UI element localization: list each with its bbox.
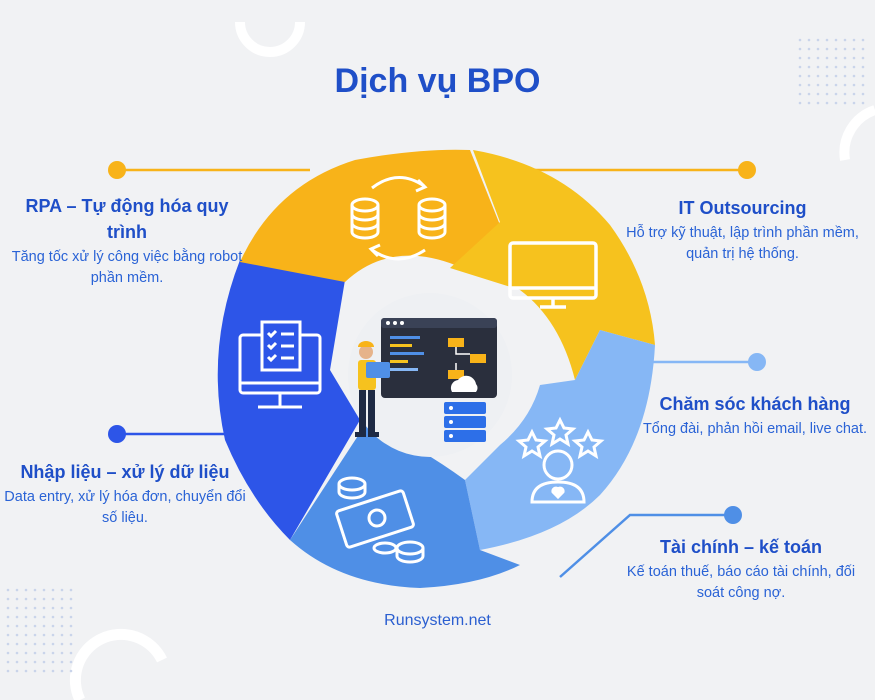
service-rpa-desc: Tăng tốc xử lý công việc bằng robot phần… bbox=[11, 249, 243, 286]
decor-arc-bottom bbox=[69, 628, 167, 700]
service-tc-title: Tài chính – kế toán bbox=[659, 537, 823, 557]
dot-rpa bbox=[108, 161, 126, 179]
customer-stars-icon bbox=[515, 416, 605, 504]
service-it-title: IT Outsourcing bbox=[678, 198, 807, 218]
decor-dots-right bbox=[798, 38, 865, 105]
service-cskh-title: Chăm sóc khách hàng bbox=[659, 394, 851, 414]
service-tc-desc: Kế toán thuế, báo cáo tài chính, đối soá… bbox=[626, 564, 856, 601]
developer-workstation-icon bbox=[355, 318, 497, 442]
service-customer-care: Chăm sóc khách hàng Tổng đài, phản hồi e… bbox=[640, 391, 870, 440]
decor-arc-top bbox=[235, 21, 305, 57]
decor-dots-left bbox=[6, 588, 73, 673]
service-rpa-title: RPA – Tự động hóa quy trình bbox=[25, 196, 229, 242]
footer-site: Runsystem.net bbox=[384, 612, 491, 629]
service-it-outsourcing: IT Outsourcing Hỗ trợ kỹ thuật, lập trìn… bbox=[620, 195, 865, 265]
segment-nhap bbox=[217, 260, 360, 540]
monitor-icon bbox=[508, 241, 598, 309]
page-title: Dịch vụ BPO bbox=[334, 62, 541, 100]
dot-nhap bbox=[108, 425, 126, 443]
checklist-computer-icon bbox=[238, 320, 322, 409]
money-coins-icon bbox=[335, 476, 425, 564]
service-it-desc: Hỗ trợ kỹ thuật, lập trình phần mềm, quả… bbox=[626, 225, 859, 262]
service-finance: Tài chính – kế toán Kế toán thuế, báo cá… bbox=[612, 534, 870, 604]
segment-it bbox=[450, 150, 655, 380]
service-cskh-desc: Tổng đài, phản hồi email, live chat. bbox=[642, 421, 868, 437]
segment-rpa bbox=[240, 149, 500, 282]
service-data-entry: Nhập liệu – xử lý dữ liệu Data entry, xử… bbox=[0, 459, 250, 529]
dot-tc bbox=[724, 506, 742, 524]
service-rpa: RPA – Tự động hóa quy trình Tăng tốc xử … bbox=[8, 193, 246, 289]
dot-cskh bbox=[748, 353, 766, 371]
connector-tc bbox=[559, 513, 733, 578]
database-sync-icon bbox=[350, 176, 447, 261]
dot-it bbox=[738, 161, 756, 179]
service-nhap-title: Nhập liệu – xử lý dữ liệu bbox=[20, 462, 230, 482]
decor-arc-right bbox=[839, 105, 875, 161]
service-nhap-desc: Data entry, xử lý hóa đơn, chuyển đổi số… bbox=[4, 489, 246, 526]
